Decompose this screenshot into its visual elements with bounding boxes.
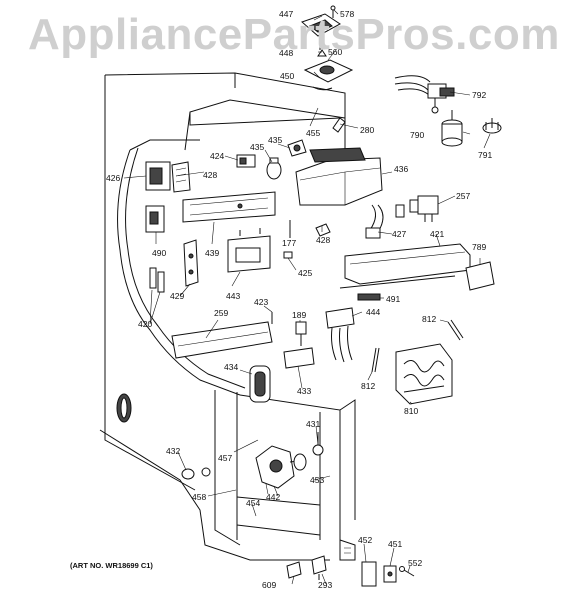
callout-609: 609 [262,580,276,590]
callout-560: 560 [328,47,342,57]
top-cover-assembly [301,5,354,91]
watermark: AppliancePartsPros.com [28,10,560,59]
callout-789: 789 [472,242,486,252]
callout-257: 257 [456,191,470,201]
callout-435: 435 [250,142,264,152]
callout-259: 259 [214,308,228,318]
callout-447: 447 [279,9,293,19]
callout-490: 490 [152,248,166,258]
part-280 [332,117,346,133]
callout-425: 425 [298,268,312,278]
callout-421: 421 [430,229,444,239]
part-810-heater [395,343,453,405]
leader-lines [123,9,491,585]
part-452 [361,561,377,587]
part-293 [311,555,327,580]
part-436-shield [295,147,383,206]
art-number: (ART NO. WR18699 C1) [70,561,153,570]
part-257-connector [417,195,439,222]
callout-458: 458 [192,492,206,502]
callout-433: 433 [297,386,311,396]
part-429 [183,239,199,287]
part-442-fan [255,445,307,489]
callout-448: 448 [279,48,293,58]
callout-423: 423 [254,297,268,307]
callout-439: 439 [205,248,219,258]
part-609 [286,561,302,579]
callout-455: 455 [306,128,320,138]
callout-791: 791 [478,150,492,160]
part-439-bracket [182,191,276,223]
callout-451: 451 [388,539,402,549]
callout-293: 293 [318,580,332,590]
callout-431: 431 [306,419,320,429]
part-425 [283,251,293,259]
callout-578: 578 [340,9,354,19]
callout-792: 792 [472,90,486,100]
callout-427: 427 [392,229,406,239]
part-427-wiring [315,199,419,239]
callout-790: 790 [410,130,424,140]
callout-426: 426 [106,173,120,183]
callout-432: 432 [166,446,180,456]
part-812 [371,319,464,373]
part-444 [325,307,355,363]
part-791 [482,118,502,134]
callout-189: 189 [292,310,306,320]
callout-434: 434 [224,362,238,372]
part-451 [383,565,397,583]
callout-428: 428 [203,170,217,180]
part-435-lamp-parts [266,139,307,180]
part-420 [149,267,165,293]
callout-452: 452 [358,535,372,545]
part-434 [249,365,271,403]
part-792-wiring [394,75,455,114]
callout-436: 436 [394,164,408,174]
cabinet-body [99,72,356,561]
callout-435: 435 [268,135,282,145]
callout-428: 428 [316,235,330,245]
part-432 [181,467,211,480]
callout-177: 177 [282,238,296,248]
part-789 [465,261,495,291]
callout-280: 280 [360,125,374,135]
part-443-bracket [227,228,271,273]
part-424 [236,154,256,168]
part-552 [399,566,415,577]
callout-810: 810 [404,406,418,416]
part-491 [357,293,381,301]
callout-442: 442 [266,492,280,502]
callout-443: 443 [226,291,240,301]
callout-424: 424 [210,151,224,161]
callout-453: 453 [310,475,324,485]
callout-552: 552 [408,558,422,568]
part-426-housing [145,161,191,193]
part-790-cylinder [441,110,463,147]
callout-429: 429 [170,291,184,301]
callout-812: 812 [361,381,375,391]
callout-labels: 447 578 448 560 450 455 280 792 790 791 435 435 424 4… [106,9,492,590]
callout-420: 420 [138,319,152,329]
callout-812: 812 [422,314,436,324]
callout-457: 457 [218,453,232,463]
part-421-shield [339,243,471,289]
part-433 [283,347,315,369]
part-259-cover [171,321,273,359]
callout-450: 450 [280,71,294,81]
part-189 [295,321,307,346]
callout-444: 444 [366,307,380,317]
callout-491: 491 [386,294,400,304]
callout-454: 454 [246,498,260,508]
part-490 [145,205,165,233]
